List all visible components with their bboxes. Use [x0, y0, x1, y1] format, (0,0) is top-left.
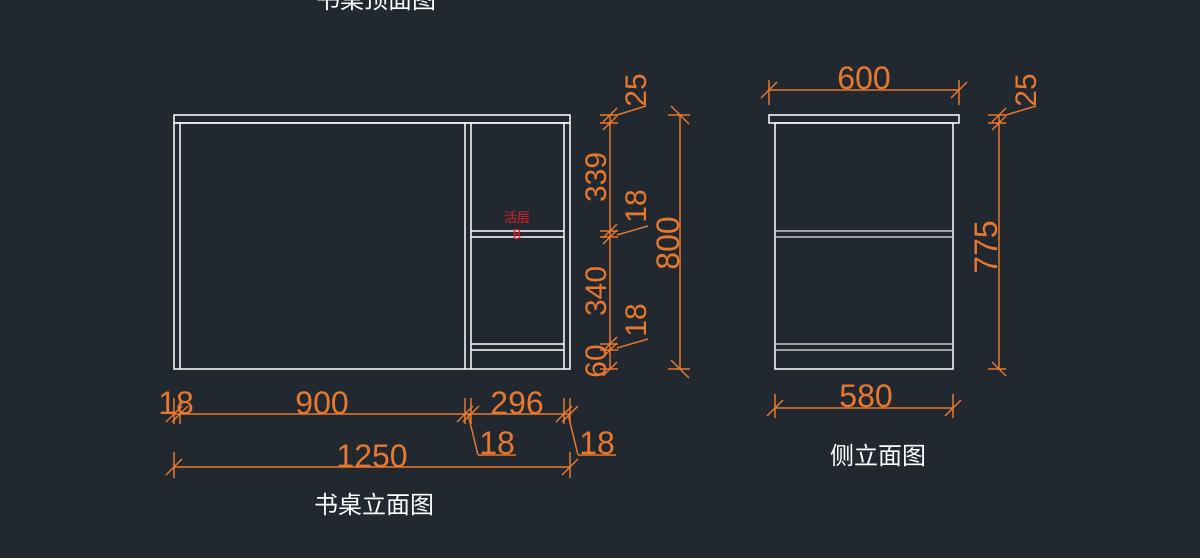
front-vertical-dimensions: 25 339 18 340 18 60 800 [580, 73, 690, 379]
tick [555, 405, 573, 423]
tick [991, 115, 1007, 131]
tick [561, 458, 579, 476]
side-dimensions: 600 25 775 580 [760, 60, 1043, 418]
dim-shelf-1: 18 [620, 189, 653, 222]
tick [462, 405, 480, 423]
caption-top-view: 书桌顶面图 [316, 0, 436, 14]
tick [602, 336, 618, 352]
leader-25 [616, 105, 647, 116]
tick [602, 223, 618, 239]
leader-mid-panel [467, 413, 479, 456]
leader-25 [1005, 105, 1037, 116]
tick [171, 405, 189, 423]
tick [602, 361, 618, 377]
tick [602, 229, 618, 245]
tick [602, 115, 618, 131]
tick [456, 405, 474, 423]
tick [165, 458, 183, 476]
tick [602, 107, 618, 123]
leader-right-panel [567, 413, 579, 456]
dim-base-depth: 580 [839, 378, 892, 414]
tick [165, 405, 183, 423]
dim-shelf-2: 18 [620, 303, 653, 336]
caption-side-view: 侧立面图 [830, 442, 926, 470]
desk-body-outline [173, 122, 571, 370]
tick [991, 361, 1007, 377]
dim-top-thickness: 25 [620, 73, 653, 106]
dim-drawer-space: 339 [580, 152, 613, 202]
tick [950, 81, 968, 99]
dim-left-panel: 18 [158, 385, 194, 421]
tick [561, 405, 579, 423]
tick [670, 359, 690, 379]
dim-main-width: 900 [295, 385, 348, 421]
front-horizontal-dimensions: 18 900 296 18 18 1250 [158, 385, 616, 478]
tick [670, 105, 690, 125]
front-elevation: 活层 B [173, 114, 571, 370]
dim-total-width: 1250 [336, 438, 407, 474]
leader-18b [616, 338, 649, 349]
side-body-outline [774, 122, 954, 370]
side-elevation [768, 114, 960, 370]
dim-mid-panel: 18 [479, 425, 515, 461]
tick [991, 107, 1007, 123]
dim-base: 60 [580, 344, 613, 377]
caption-front-view: 书桌立面图 [314, 491, 434, 519]
dim-side-top-thickness: 25 [1010, 73, 1043, 106]
dim-top-depth: 600 [837, 60, 890, 96]
tick [760, 81, 778, 99]
tick [602, 342, 618, 358]
dim-body-height: 775 [968, 220, 1004, 273]
tick [944, 399, 962, 417]
dim-right-panel: 18 [579, 425, 615, 461]
tick [766, 399, 784, 417]
dim-lower-space: 340 [580, 266, 613, 316]
dim-cabinet-width: 296 [490, 385, 543, 421]
dim-total-height: 800 [650, 216, 686, 269]
annotation-line-1: 活层 [504, 211, 530, 226]
leader-18a [616, 225, 649, 236]
annotation-line-2: B [513, 228, 522, 243]
